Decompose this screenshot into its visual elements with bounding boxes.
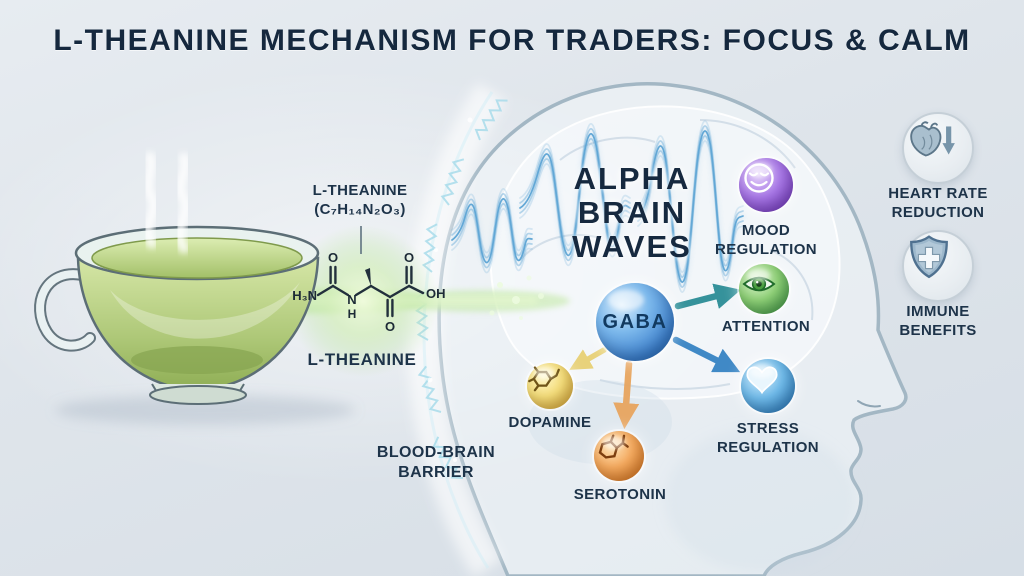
gaba-label: GABA: [602, 310, 668, 333]
heart-rate-label: HEART RATE REDUCTION: [888, 185, 988, 221]
attention-label: ATTENTION: [721, 318, 811, 335]
compound-formula: (C₇H₁₄N₂O₃): [314, 201, 406, 218]
heart-icon: [746, 366, 778, 395]
serotonin-label: SEROTONIN: [573, 486, 667, 503]
tea-cup: [34, 150, 355, 425]
alpha-brain-waves-label: ALPHA BRAIN WAVES: [572, 161, 692, 264]
dopamine-label: DOPAMINE: [508, 414, 592, 431]
stress-node: [741, 359, 795, 413]
page-title: L-THEANINE MECHANISM FOR TRADERS: FOCUS …: [53, 24, 971, 57]
cup-shadow: [55, 395, 355, 425]
immune-label: IMMUNE BENEFITS: [899, 303, 977, 339]
immune-badge: [902, 230, 974, 302]
arrow-gaba-to-dopamine: [569, 347, 607, 370]
arrow-gaba-to-stress: [672, 336, 741, 373]
arrow-gaba-to-attention: [674, 283, 741, 310]
serotonin-molecule-icon: [598, 434, 629, 459]
serotonin-node: [594, 431, 644, 481]
atom-n: N: [347, 292, 356, 307]
nostril-line: [857, 400, 881, 408]
dopamine-node: [527, 363, 573, 409]
eye-icon: [742, 276, 776, 292]
compound-caption: L-THEANINE: [307, 350, 417, 369]
molecule-glow-circle: [287, 225, 439, 377]
shield-plus-icon: [910, 235, 948, 279]
calm-face-icon: [744, 163, 774, 193]
mood-node: [739, 158, 793, 212]
steam: [141, 150, 192, 255]
gaba-node: GABA: [596, 283, 674, 361]
heart-rate-badge: [902, 112, 974, 184]
atom-hydroxyl: OH: [426, 286, 446, 301]
molecule-structure: H₃N O N H O O OH: [292, 226, 446, 334]
atom-h: H: [348, 307, 357, 321]
atom-o-left: O: [328, 250, 338, 265]
heart-rate-down-icon: [910, 121, 955, 157]
attention-node: [739, 264, 789, 314]
barrier-sparkles: [427, 117, 473, 462]
blood-brain-barrier-arc: [407, 82, 508, 576]
beam-particles: [489, 275, 544, 320]
mood-label: MOOD REGULATION: [714, 222, 818, 258]
tea-surface: [91, 237, 303, 279]
blood-brain-barrier-label: BLOOD-BRAIN BARRIER: [376, 444, 496, 481]
alpha-wave-graphic: [451, 120, 744, 293]
atom-amine: H₃N: [292, 288, 317, 303]
arrow-gaba-to-serotonin: [613, 360, 640, 430]
atom-o-bottom: O: [385, 319, 395, 334]
atom-o-right: O: [404, 250, 414, 265]
dopamine-molecule-icon: [528, 366, 560, 392]
wedge-bond: [365, 268, 371, 286]
stress-label: STRESS REGULATION: [716, 420, 820, 456]
compound-label: L-THEANINE (C₇H₁₄N₂O₃): [312, 182, 408, 218]
